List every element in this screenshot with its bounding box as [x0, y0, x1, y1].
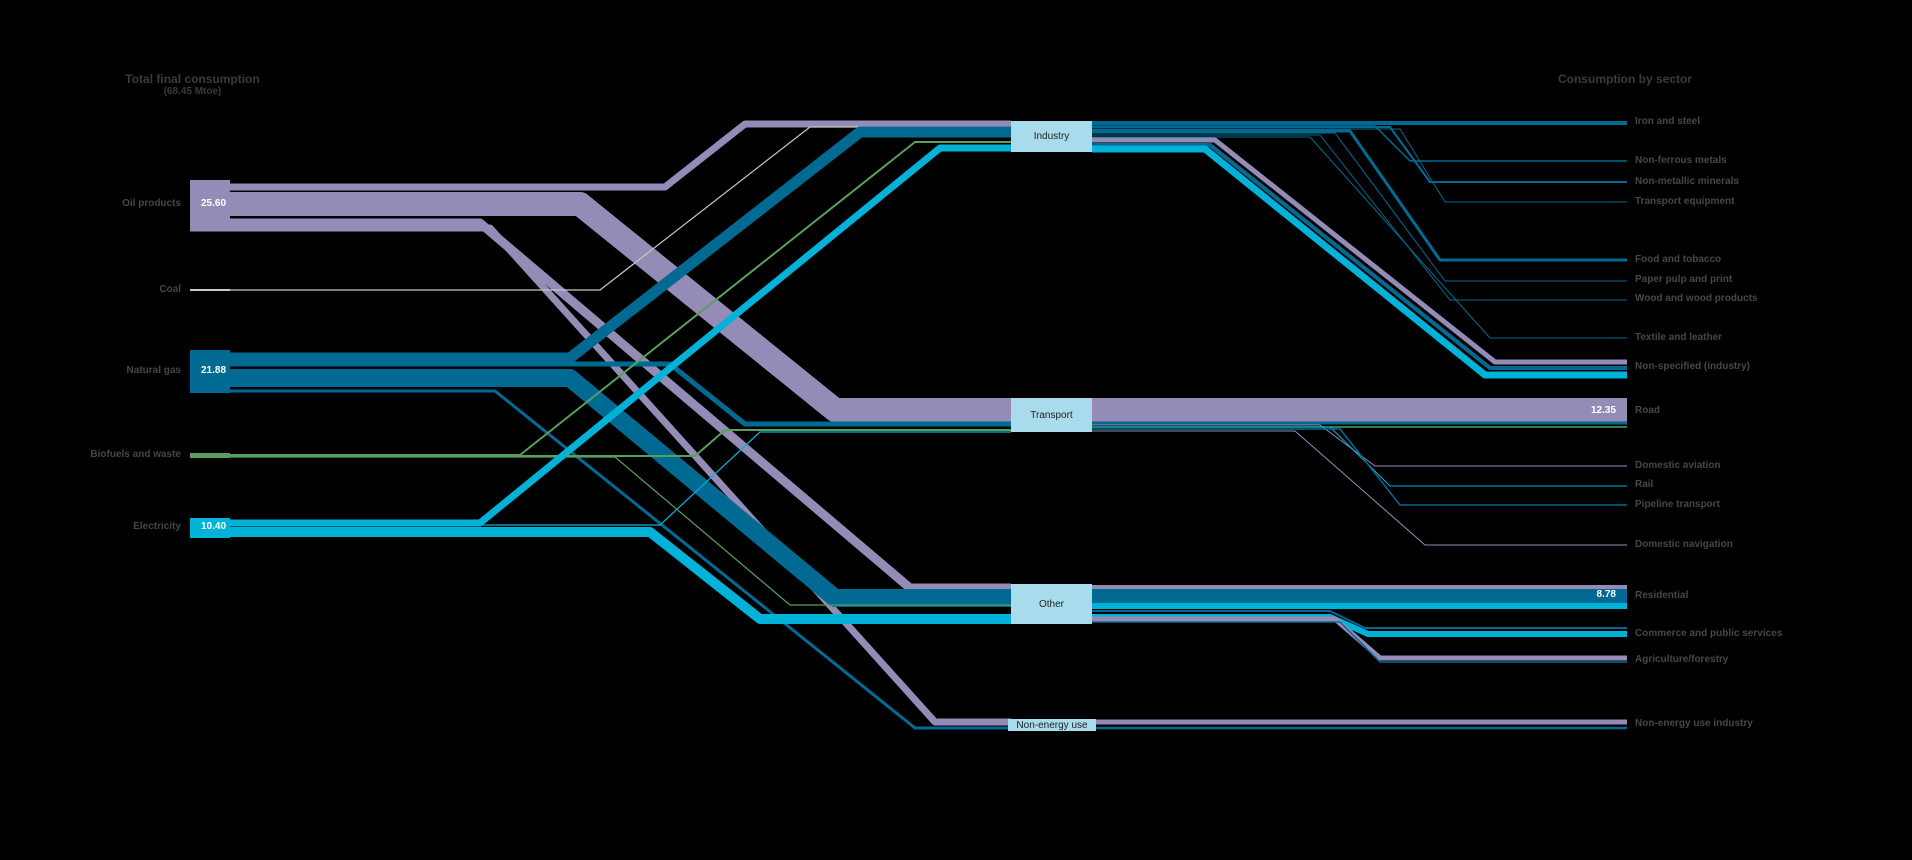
dest-label-paper-pulp-and-print: Paper pulp and print — [1635, 274, 1733, 285]
dest-label-residential: Residential — [1635, 590, 1689, 601]
dest-label-commerce-and-public-services: Commerce and public services — [1635, 628, 1783, 639]
dest-label-road: Road — [1635, 405, 1660, 416]
flow-other-agri-gas — [1092, 621, 1627, 663]
flow-oil-nonenergy — [190, 224, 1011, 726]
flow-industry-nonspec-oil — [1092, 137, 1627, 365]
flow-industry-nonspec-el — [1092, 145, 1627, 379]
left-header-title: Total final consumption — [125, 72, 260, 86]
flow-gas-transport — [190, 361, 1011, 427]
hub-transport: Transport — [1011, 398, 1092, 432]
flow-transport-rail — [1092, 426, 1627, 487]
dest-label-pipeline-transport: Pipeline transport — [1635, 499, 1721, 510]
left-header-subtitle: (68.45 Mtoe) — [163, 86, 222, 97]
hub-other: Other — [1011, 584, 1092, 624]
hub-industry: Industry — [1011, 121, 1092, 152]
flow-industry-textile — [1092, 136, 1627, 339]
flow-gas-other — [190, 369, 1011, 607]
source-label-coal: Coal — [159, 284, 181, 295]
source-label-gas: Natural gas — [126, 365, 181, 376]
source-bar-electricity — [190, 518, 230, 538]
dest-label-non-ferrous-metals: Non-ferrous metals — [1635, 155, 1727, 166]
flow-industry-nonspec-gas — [1092, 143, 1627, 370]
flow-transport-navigation — [1092, 430, 1627, 546]
source-label-biofuels: Biofuels and waste — [90, 449, 181, 460]
dest-label-agriculture-forestry: Agriculture/forestry — [1635, 654, 1729, 665]
dest-label-iron-and-steel: Iron and steel — [1635, 116, 1701, 127]
source-value-gas: 21.88 — [201, 365, 227, 376]
right-header-title: Consumption by sector — [1557, 72, 1692, 86]
dest-label-textile-and-leather: Textile and leather — [1635, 332, 1723, 343]
dest-label-domestic-navigation: Domestic navigation — [1635, 539, 1733, 550]
flow-transport-pipeline — [1092, 428, 1627, 506]
flow-transport-aviation — [1092, 424, 1627, 467]
source-bar-oil — [190, 180, 230, 229]
flow-gas-nonenergy — [190, 389, 1011, 730]
flow-oil-industry — [190, 120, 1011, 191]
dest-value-residential: 8.78 — [1596, 589, 1616, 600]
dest-label-transport-equipment: Transport equipment — [1635, 196, 1735, 207]
dest-label-non-specified-industry: Non-specified (industry) — [1635, 361, 1751, 372]
dest-label-rail: Rail — [1635, 479, 1654, 490]
dest-label-domestic-aviation: Domestic aviation — [1635, 460, 1721, 471]
dest-value-road: 12.35 — [1590, 405, 1616, 416]
dest-label-wood-and-wood-products: Wood and wood products — [1635, 293, 1758, 304]
source-bar-coal — [190, 289, 230, 291]
source-label-electricity: Electricity — [133, 521, 181, 532]
flow-elec-transport — [190, 431, 1011, 526]
dest-label-non-energy-use-industry: Non-energy use industry — [1635, 718, 1753, 729]
source-value-electricity: 10.40 — [201, 521, 227, 532]
flow-industry-wood — [1092, 134, 1627, 301]
left-header: Total final consumption (68.45 Mtoe) — [100, 72, 285, 97]
source-label-oil: Oil products — [122, 198, 181, 209]
flow-bio-other — [190, 456, 1011, 606]
right-header: Consumption by sector — [1535, 72, 1715, 86]
source-value-oil: 25.60 — [201, 198, 227, 209]
dest-label-non-metallic-minerals: Non-metallic minerals — [1635, 176, 1739, 187]
flow-gas-industry — [190, 126, 1011, 364]
flow-oil-other — [190, 218, 1011, 593]
flow-industry-nonmetallic — [1092, 126, 1627, 183]
source-bar-gas — [190, 350, 230, 393]
flow-bio-transport — [190, 429, 1011, 457]
flow-industry-transporteq — [1092, 128, 1627, 203]
hub-non-energy-use: Non-energy use — [1008, 719, 1096, 731]
flow-elec-industry — [190, 144, 1011, 527]
source-bar-biofuels — [190, 453, 230, 458]
flow-industry-paper — [1092, 132, 1627, 282]
flow-elec-other — [190, 527, 1011, 624]
flow-industry-food — [1092, 129, 1627, 262]
flow-other-commerce-gas — [1092, 610, 1627, 629]
dest-label-food-and-tobacco: Food and tobacco — [1635, 254, 1722, 265]
